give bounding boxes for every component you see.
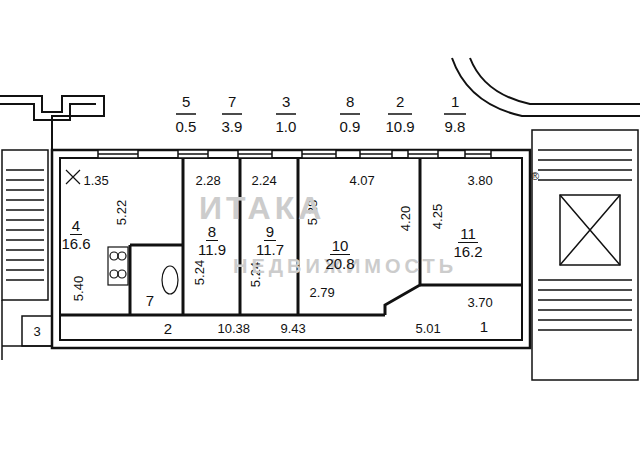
partition-walls: [60, 158, 522, 315]
area-table-cell: 0.5: [176, 118, 197, 135]
room-area: 16.6: [59, 235, 92, 252]
area-table-cell: 0.9: [340, 118, 361, 135]
room-number: 9: [264, 223, 276, 241]
room-label: 7: [142, 291, 158, 310]
room-number: 1: [478, 318, 490, 335]
dimension-label: 2.24: [252, 173, 277, 188]
dimension-label: 4.07: [350, 173, 375, 188]
room-area: 16.2: [451, 243, 484, 260]
dimension-label: 5.22: [114, 199, 129, 224]
dimension-label: 4.20: [398, 205, 413, 230]
area-table-cell: 3.9: [222, 118, 243, 135]
watermark: ИТАКА: [199, 190, 325, 227]
room-number: 4: [70, 217, 82, 235]
dimension-label: 3.80: [468, 173, 493, 188]
room-label: 1020.8: [321, 236, 358, 273]
dimension-label: 3.70: [468, 295, 493, 310]
outer-walls: [52, 150, 530, 348]
area-table-cell: 10.9: [386, 118, 415, 135]
dimension-label: 5.01: [416, 321, 441, 336]
room-number: 11: [458, 225, 478, 243]
area-table-cell: 3: [282, 93, 290, 110]
dimension-label: 3: [34, 324, 41, 339]
fraction-lines: [176, 113, 466, 115]
room-label: 2: [160, 319, 176, 338]
building-outline: [0, 58, 640, 150]
room-label: 1: [476, 317, 492, 336]
room-number: 8: [206, 223, 218, 241]
dimension-label: 2.28: [196, 173, 221, 188]
dimension-label: 1.35: [84, 173, 109, 188]
dimension-label: 2.79: [310, 285, 335, 300]
right-stairwell: [532, 130, 638, 380]
room-label: 416.6: [57, 216, 94, 253]
dimension-label: 9.43: [281, 321, 306, 336]
windows: [98, 150, 491, 158]
dimension-label: 4.25: [430, 203, 445, 228]
room-number: 10: [330, 237, 351, 255]
room-label: 1116.2: [449, 224, 486, 261]
room-area: 11.9: [196, 241, 228, 258]
area-table-cell: 1.0: [276, 118, 297, 135]
room-number: 7: [144, 292, 156, 309]
room-number: 2: [162, 320, 174, 337]
area-table-cell: 9.8: [445, 118, 466, 135]
area-table-cell: 8: [346, 93, 354, 110]
room-label: 811.9: [194, 222, 230, 259]
dimension-label: 10.38: [218, 321, 251, 336]
room-area: 11.7: [254, 241, 286, 258]
area-table-cell: 7: [228, 93, 236, 110]
left-stairwell: [2, 150, 52, 360]
area-table-cell: 5: [182, 93, 190, 110]
area-table-cell: 2: [396, 93, 404, 110]
dimension-label: 5.24: [192, 259, 207, 284]
area-table-cell: 1: [451, 93, 459, 110]
room-label: 911.7: [252, 222, 288, 259]
room-area: 20.8: [323, 255, 356, 272]
registered-mark: ®: [531, 170, 539, 183]
dimension-label: 5.40: [71, 275, 86, 300]
